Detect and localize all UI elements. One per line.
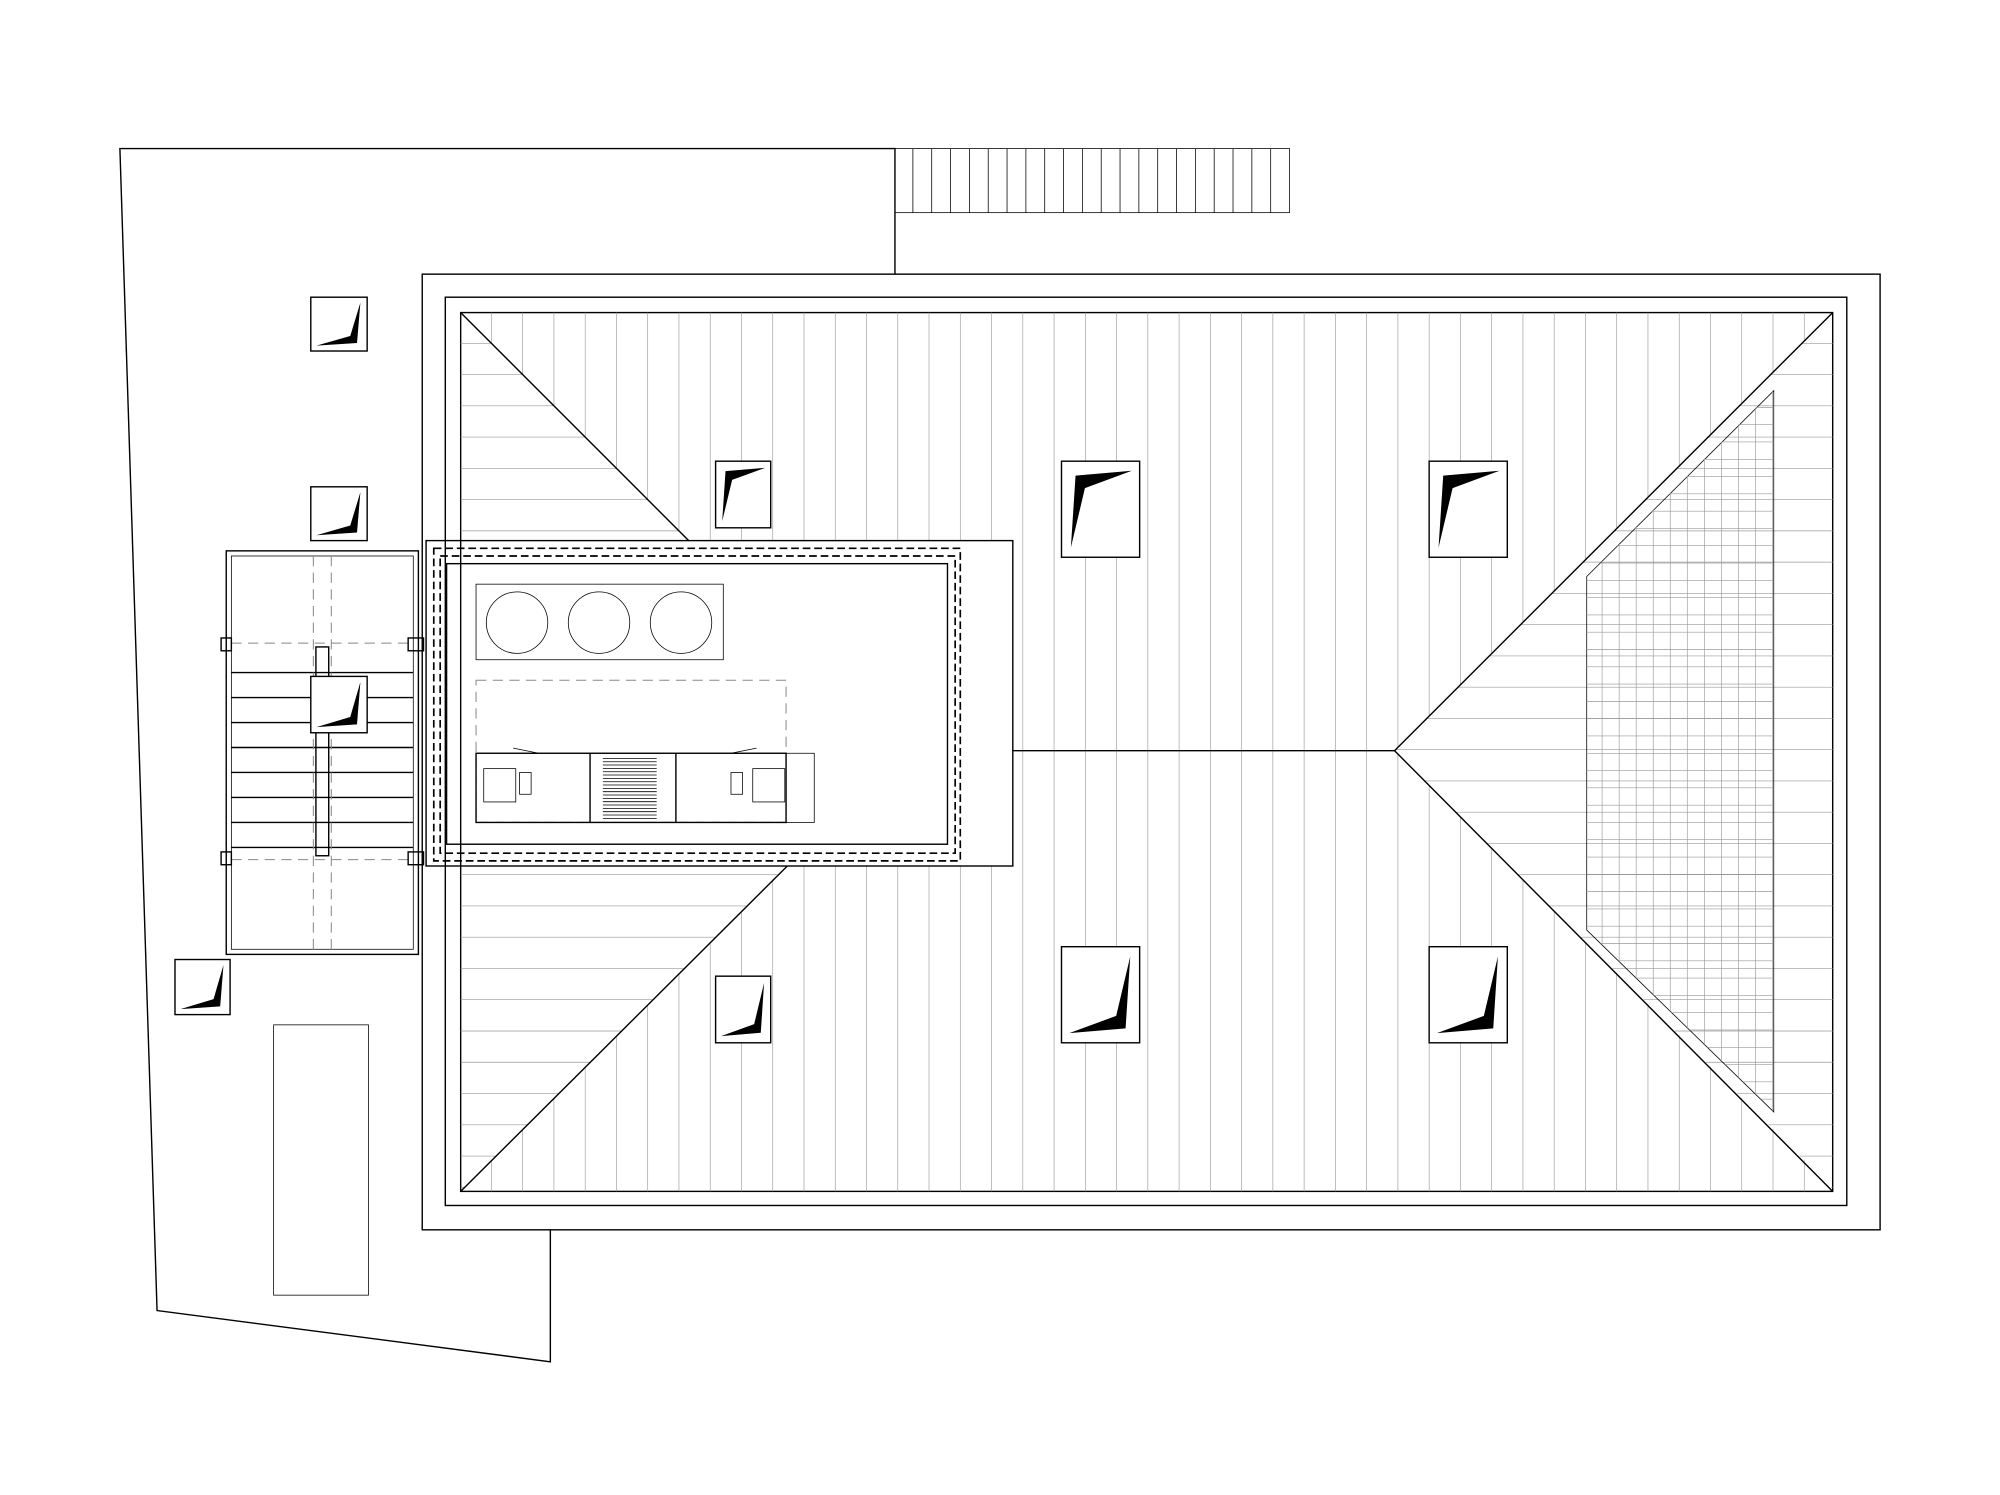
chimney-flue-icon xyxy=(721,982,765,1037)
hip-lines xyxy=(460,312,1834,1192)
chimney-flue-icon xyxy=(316,302,361,346)
roof-hatching xyxy=(460,312,1833,1192)
balcony-outline xyxy=(894,148,1290,214)
chimney-flue-icon xyxy=(1070,470,1132,548)
chimney-flue-icon xyxy=(1069,956,1131,1034)
chimney-flue-icon xyxy=(1438,470,1500,548)
mechanical-enclosure xyxy=(425,539,1014,867)
fan-icon xyxy=(649,591,713,654)
chimney-flue-icon xyxy=(722,467,766,522)
fan-unit xyxy=(475,583,724,661)
roof-edge xyxy=(459,311,1834,1193)
skylight-glazing xyxy=(1586,389,1775,1113)
fan-icon xyxy=(567,591,631,654)
building-outline xyxy=(421,273,1881,1231)
chimney-flue-icon xyxy=(316,682,361,728)
chimney-flue-icon xyxy=(316,492,361,536)
site-boundary xyxy=(119,147,896,1363)
skylight-grid xyxy=(1586,390,1774,1111)
balcony-slats xyxy=(912,148,1272,213)
fan-icon xyxy=(485,591,549,654)
hvac-unit xyxy=(475,752,787,824)
stair xyxy=(220,550,425,956)
terrace-planter xyxy=(273,1024,369,1296)
roof-eave xyxy=(444,296,1848,1207)
chimney-flue-icon xyxy=(1436,956,1498,1034)
chimney-flue-icon xyxy=(180,965,224,1010)
